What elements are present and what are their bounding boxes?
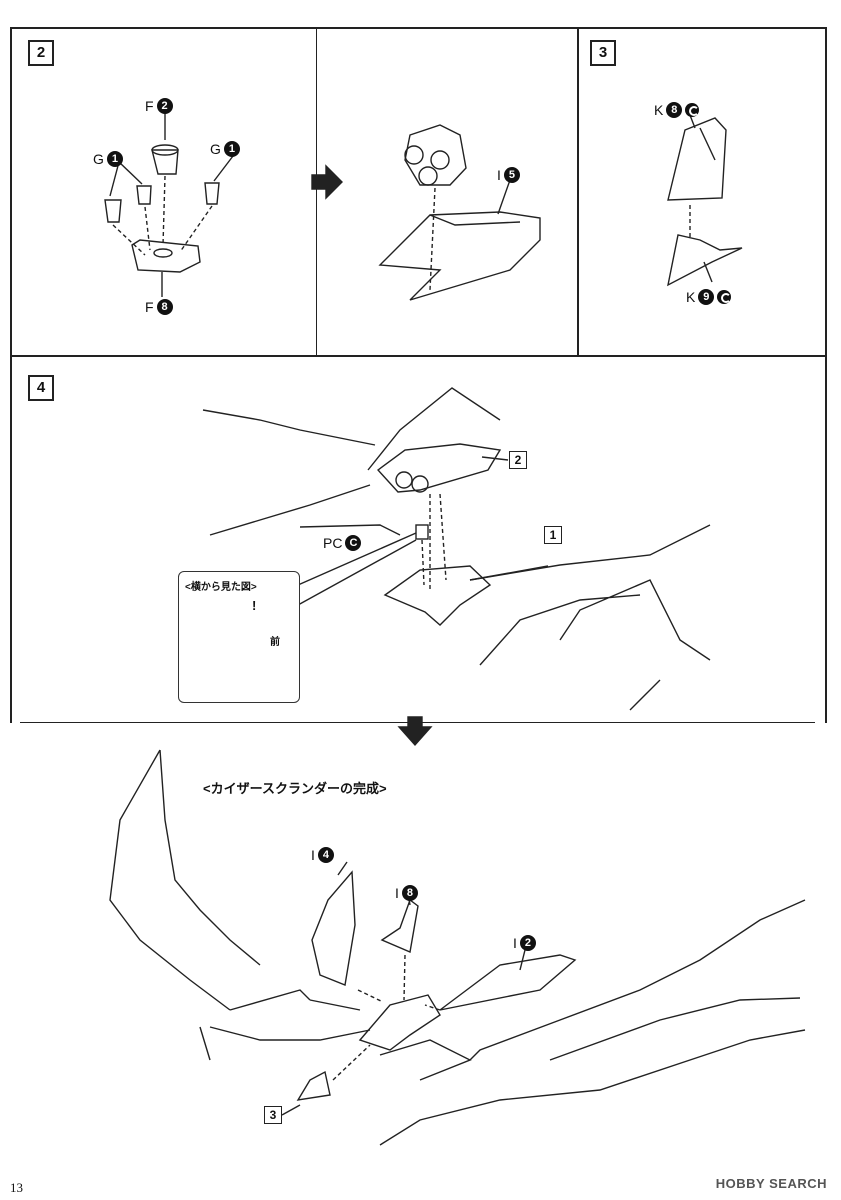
step-2-label: 2 (28, 40, 54, 66)
frame-top-border (10, 27, 827, 29)
frame-left-border (10, 27, 12, 357)
wing-i2 (439, 954, 577, 1011)
step4-left-border (10, 355, 12, 723)
wing-right (469, 524, 711, 711)
step2-divider (316, 27, 317, 355)
part-3-piece (296, 1070, 331, 1101)
lower-body (383, 565, 492, 626)
frame-mid-divider (10, 355, 827, 357)
nozzle-g1-mid (136, 185, 152, 205)
wing-upper-left (202, 387, 501, 536)
arrow-down (397, 716, 433, 747)
plating-icon (685, 103, 700, 117)
part-i8 (380, 898, 419, 953)
frame-right-border (825, 27, 827, 357)
big-wing-outline (109, 749, 806, 1146)
completion-title: <カイザースクランダーの完成> (203, 781, 387, 796)
front-label: 前 (270, 637, 280, 648)
canopy-k8 (667, 117, 727, 201)
center-body (358, 994, 441, 1051)
plating-icon (717, 290, 732, 304)
arrow-right (311, 164, 343, 200)
nozzle-g1-left (104, 199, 122, 223)
warning-mark: ! (252, 598, 257, 613)
ref-step-3: 3 (264, 1106, 282, 1124)
nozzle-f2 (151, 149, 179, 175)
page-number: 13 (10, 1180, 23, 1195)
step4-right-border (825, 355, 827, 723)
ref-step-1: 1 (544, 526, 562, 544)
step-4-label: 4 (28, 375, 54, 401)
side-view-title: <横から見た図> (185, 582, 257, 593)
ref-step-2: 2 (509, 451, 527, 469)
part-k9 (667, 234, 743, 287)
watermark: HOBBY SEARCH (715, 1176, 827, 1191)
wing-i4 (311, 870, 356, 986)
nozzle-g1-right (204, 182, 220, 205)
engine-pod (404, 124, 467, 186)
step-3-label: 3 (590, 40, 616, 66)
step3-divider (577, 27, 579, 355)
upper-assembly (376, 443, 502, 493)
base-hole (153, 248, 173, 258)
base-part-f8 (131, 239, 201, 273)
polycap-c (415, 524, 429, 540)
side-view-inset: <横から見た図> (178, 571, 300, 703)
